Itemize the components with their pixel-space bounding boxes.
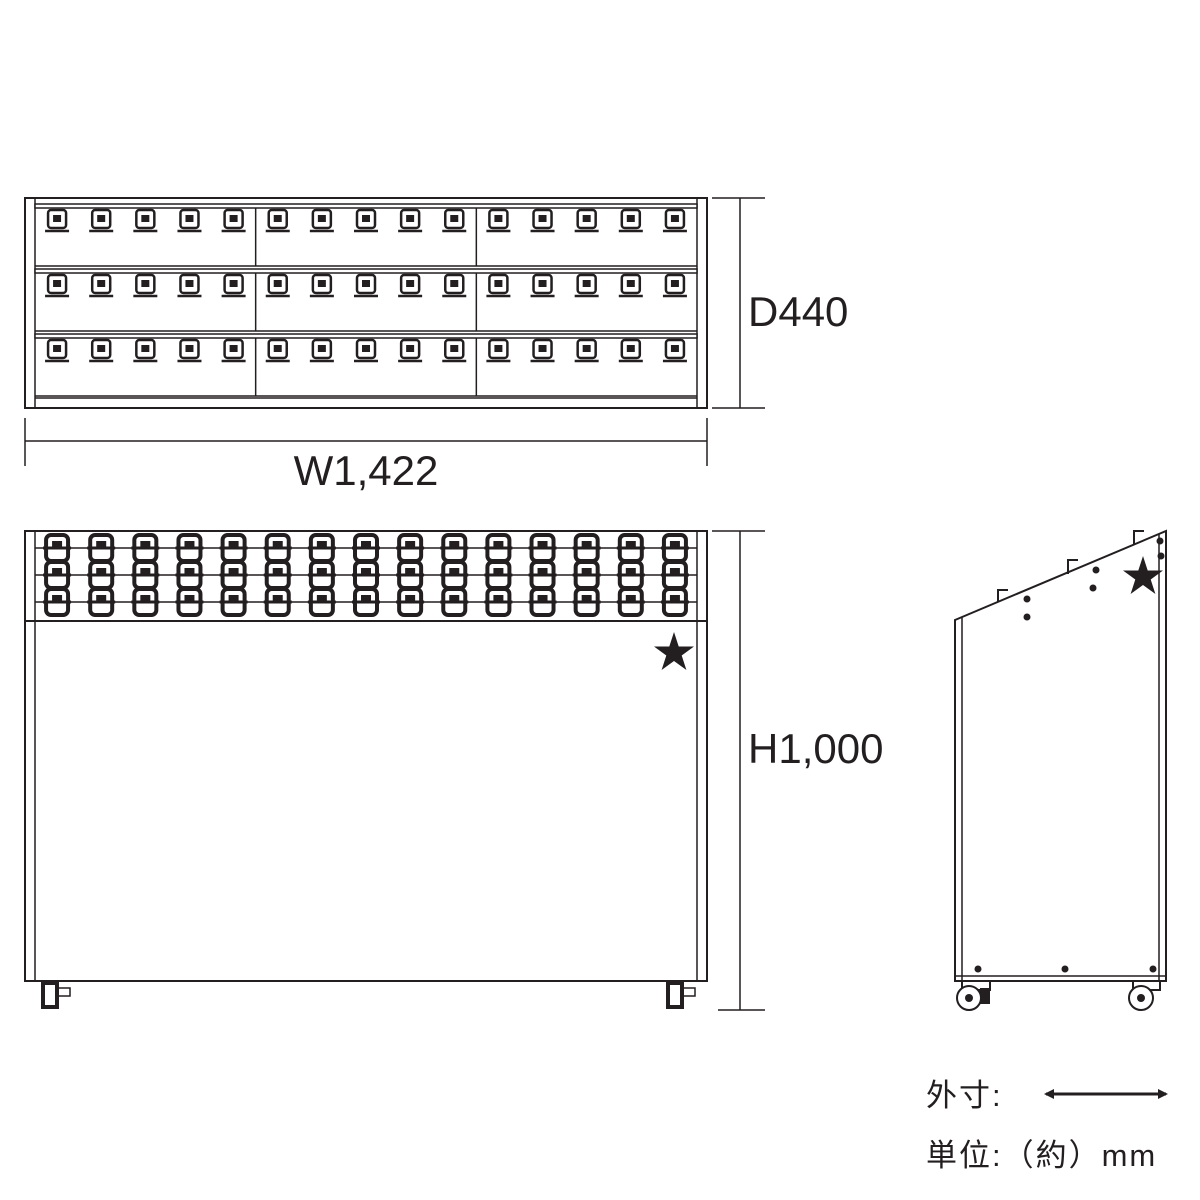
umbrella-clip-icon — [265, 208, 290, 233]
height-dimension: H1,000 — [712, 530, 883, 1011]
umbrella-clip-icon — [574, 208, 599, 233]
front-view-outer-frame — [24, 530, 708, 982]
rivet-dot — [1089, 584, 1097, 592]
umbrella-clip-icon — [398, 208, 423, 233]
shelf-rail — [34, 333, 698, 339]
shelf-rail — [34, 268, 698, 274]
umbrella-clip-icon — [398, 338, 423, 363]
hook-bracket — [1133, 530, 1144, 545]
caster-wheel — [666, 981, 696, 1009]
hook-row — [34, 268, 698, 332]
umbrella-clip-icon — [398, 273, 423, 298]
umbrella-clip-icon — [618, 208, 643, 233]
caster-wheel — [956, 981, 991, 1011]
hook-bracket — [1067, 559, 1078, 574]
umbrella-clip-icon — [442, 273, 467, 298]
umbrella-clip-icon — [530, 208, 555, 233]
front-view-hook-columns — [35, 533, 697, 617]
rivet-dot — [1092, 566, 1100, 574]
height-label: H1,000 — [748, 725, 883, 772]
rivet-dot — [1023, 613, 1031, 621]
umbrella-clip-icon — [89, 338, 114, 363]
outer-size-label: 外寸: — [926, 1078, 1003, 1113]
top-view — [24, 197, 708, 409]
side-view — [954, 529, 1167, 1011]
rivet-dot — [1061, 965, 1069, 973]
rivet-dot — [974, 965, 982, 973]
umbrella-clip-icon — [133, 273, 158, 298]
umbrella-clip-icon — [89, 208, 114, 233]
umbrella-clip-icon — [486, 208, 511, 233]
umbrella-clip-icon — [133, 338, 158, 363]
hook-bracket — [997, 589, 1008, 602]
umbrella-clip-icon — [133, 208, 158, 233]
umbrella-clip-icon — [177, 338, 202, 363]
umbrella-clip-icon — [221, 338, 246, 363]
depth-dimension: D440 — [712, 197, 848, 409]
top-view-outer-frame — [24, 197, 708, 409]
umbrella-clip-icon — [177, 208, 202, 233]
umbrella-clip-icon — [177, 273, 202, 298]
umbrella-clip-icon — [45, 273, 70, 298]
star-icon — [1123, 556, 1163, 594]
rivet-dot — [1023, 595, 1031, 603]
umbrella-clip-icon — [221, 208, 246, 233]
umbrella-clip-icon — [309, 273, 334, 298]
umbrella-clip-icon — [309, 338, 334, 363]
umbrella-clip-icon — [662, 208, 687, 233]
star-icon — [654, 632, 694, 670]
umbrella-clip-icon — [45, 338, 70, 363]
umbrella-clip-icon — [221, 273, 246, 298]
umbrella-clip-icon — [574, 338, 599, 363]
caster-wheel — [41, 981, 71, 1009]
umbrella-clip-icon — [486, 338, 511, 363]
caster-wheel — [1128, 981, 1161, 1011]
umbrella-clip-icon — [530, 273, 555, 298]
rivet-dot — [1157, 552, 1165, 560]
umbrella-clip-icon — [618, 338, 643, 363]
umbrella-clip-icon — [45, 208, 70, 233]
top-view-hook-rows — [34, 203, 698, 399]
umbrella-clip-icon — [354, 208, 378, 233]
rivet-dot — [1149, 965, 1157, 973]
umbrella-clip-icon — [662, 338, 687, 363]
hook-row — [34, 333, 698, 397]
umbrella-clip-icon — [530, 338, 555, 363]
umbrella-clip-icon — [442, 338, 467, 363]
umbrella-clip-icon — [354, 273, 378, 298]
umbrella-clip-icon — [265, 273, 290, 298]
legend: 外寸: 単位:（約）mm — [926, 1078, 1168, 1173]
unit-label: 単位:（約）mm — [926, 1138, 1157, 1173]
umbrella-clip-icon — [89, 273, 114, 298]
side-view-panel — [954, 529, 1167, 982]
umbrella-clip-icon — [309, 208, 334, 233]
umbrella-clip-icon — [486, 273, 511, 298]
rivet-dot — [1156, 537, 1164, 545]
umbrella-clip-icon — [442, 208, 467, 233]
umbrella-clip-icon — [354, 338, 378, 363]
width-dimension: W1,422 — [24, 418, 708, 494]
umbrella-clip-icon — [618, 273, 643, 298]
umbrella-clip-icon — [574, 273, 599, 298]
depth-label: D440 — [748, 288, 848, 335]
hook-row — [34, 203, 698, 267]
front-view — [24, 530, 708, 1009]
umbrella-clip-icon — [662, 273, 687, 298]
width-label: W1,422 — [294, 447, 439, 494]
shelf-rail — [34, 203, 698, 209]
umbrella-clip-icon — [265, 338, 290, 363]
